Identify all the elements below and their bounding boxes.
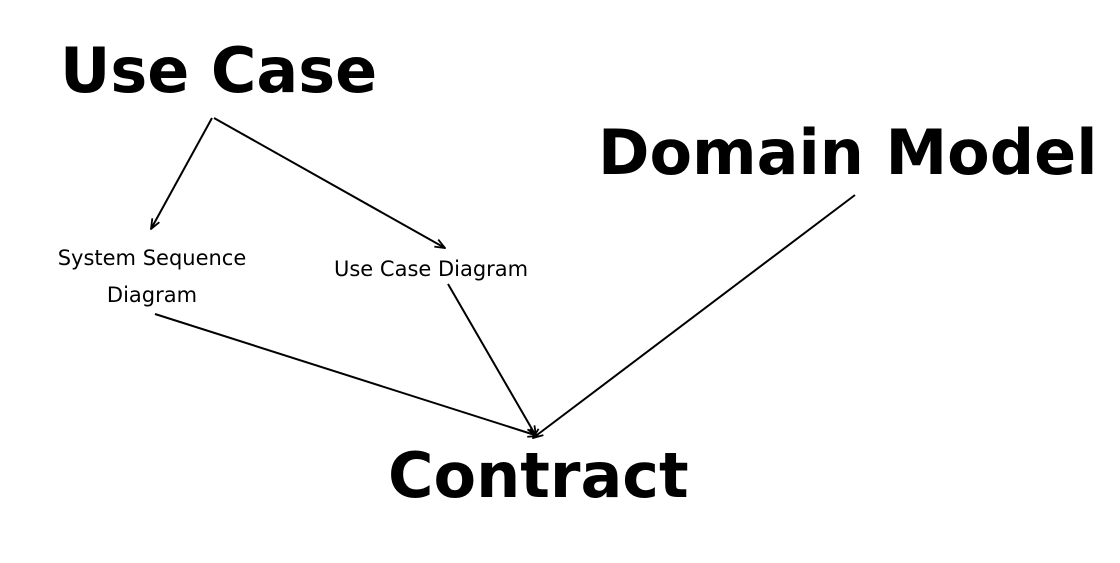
edge-domain-model-to-contract	[533, 194, 856, 438]
node-system-sequence-diagram: System Sequence Diagram	[42, 240, 262, 314]
node-contract: Contract	[388, 439, 689, 512]
edge-system-sequence-diagram-to-contract	[154, 313, 538, 436]
node-system-sequence-diagram-line2: Diagram	[106, 282, 198, 307]
edge-use-case-diagram-to-contract	[447, 283, 536, 436]
edge-use-case-to-system-sequence-diagram	[151, 117, 213, 229]
node-use-case-diagram: Use Case Diagram	[334, 257, 529, 281]
edge-use-case-to-use-case-diagram	[213, 117, 445, 248]
node-system-sequence-diagram-line1: System Sequence	[57, 246, 247, 270]
node-domain-model: Domain Model	[598, 116, 1098, 189]
node-use-case: Use Case	[60, 34, 378, 107]
